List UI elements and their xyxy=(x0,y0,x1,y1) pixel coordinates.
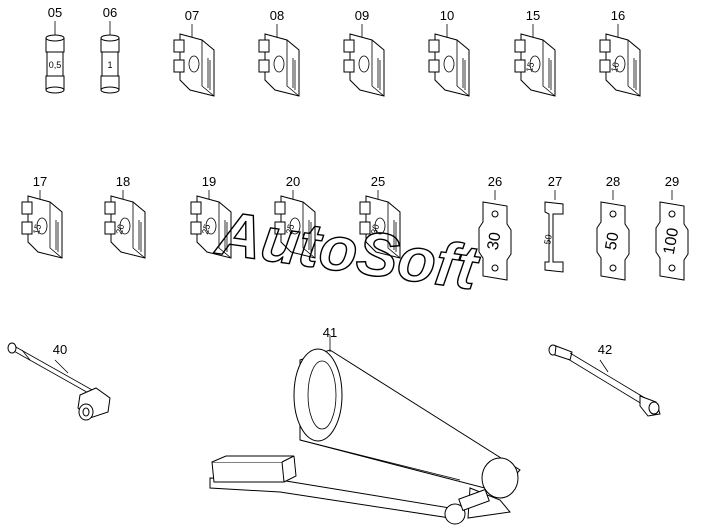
blade-fuse-10: 10 xyxy=(428,8,470,97)
fuse-rating-label: 1 xyxy=(107,60,112,70)
callout-label: 16 xyxy=(611,8,625,23)
callout-label: 28 xyxy=(606,174,620,189)
fuse-rating-label: 100 xyxy=(661,227,682,256)
callout-label: 08 xyxy=(270,8,284,23)
glass-fuse-06: 06 1 xyxy=(100,5,120,94)
callout-label: 42 xyxy=(598,342,612,357)
callout-label: 25 xyxy=(371,174,385,189)
strip-fuse-26: 26 30 xyxy=(478,174,512,281)
callout-label: 20 xyxy=(286,174,300,189)
fuse-rating-label: 50 xyxy=(603,231,623,252)
fuse-rating-label: 15 xyxy=(31,223,43,235)
callout-label: 29 xyxy=(665,174,679,189)
callout-label: 09 xyxy=(355,8,369,23)
callout-label: 40 xyxy=(53,342,67,357)
blade-fuse-09: 09 xyxy=(343,8,385,97)
tool-41-pedal-assembly xyxy=(209,335,521,525)
tool-callout-40: 40 xyxy=(53,342,67,357)
blade-fuse-08: 08 xyxy=(258,8,300,97)
fuse-rating-label: 25 xyxy=(200,223,212,235)
fuse-rating-label: 25 xyxy=(284,223,296,235)
tool-42-rod xyxy=(548,344,661,417)
callout-label: 06 xyxy=(103,5,117,20)
glass-fuse-05: 050,5 xyxy=(45,5,65,94)
watermark-text: AutoSoft xyxy=(211,198,484,303)
strip-fuse-27: 27 50 xyxy=(542,174,564,273)
blade-fuse-25: 25 30 xyxy=(359,174,401,259)
callout-label: 19 xyxy=(202,174,216,189)
callout-label: 15 xyxy=(526,8,540,23)
fuse-rating-label: 50 xyxy=(542,234,554,246)
tool-callout-41: 41 xyxy=(323,325,337,340)
fuse-rating-label: 30 xyxy=(485,231,505,252)
strip-fuse-29: 29 100 xyxy=(655,174,689,281)
callout-label: 41 xyxy=(323,325,337,340)
callout-label: 26 xyxy=(488,174,502,189)
callout-label: 17 xyxy=(33,174,47,189)
fuse-rating-label: 0,5 xyxy=(49,60,62,70)
fuse-rating-label: 20 xyxy=(114,223,126,235)
callout-label: 07 xyxy=(185,8,199,23)
callout-label: 10 xyxy=(440,8,454,23)
tool-callout-42: 42 xyxy=(598,342,612,357)
callout-label: 27 xyxy=(548,174,562,189)
blade-fuse-07: 07 xyxy=(173,8,215,97)
strip-fuse-28: 28 50 xyxy=(596,174,630,281)
fuse-rating-label: 15 xyxy=(524,61,536,73)
callout-label: 18 xyxy=(116,174,130,189)
tool-40-puller xyxy=(7,342,111,421)
callout-label: 05 xyxy=(48,5,62,20)
fuse-rating-label: 10 xyxy=(609,61,621,73)
fuse-rating-label: 30 xyxy=(369,223,381,235)
